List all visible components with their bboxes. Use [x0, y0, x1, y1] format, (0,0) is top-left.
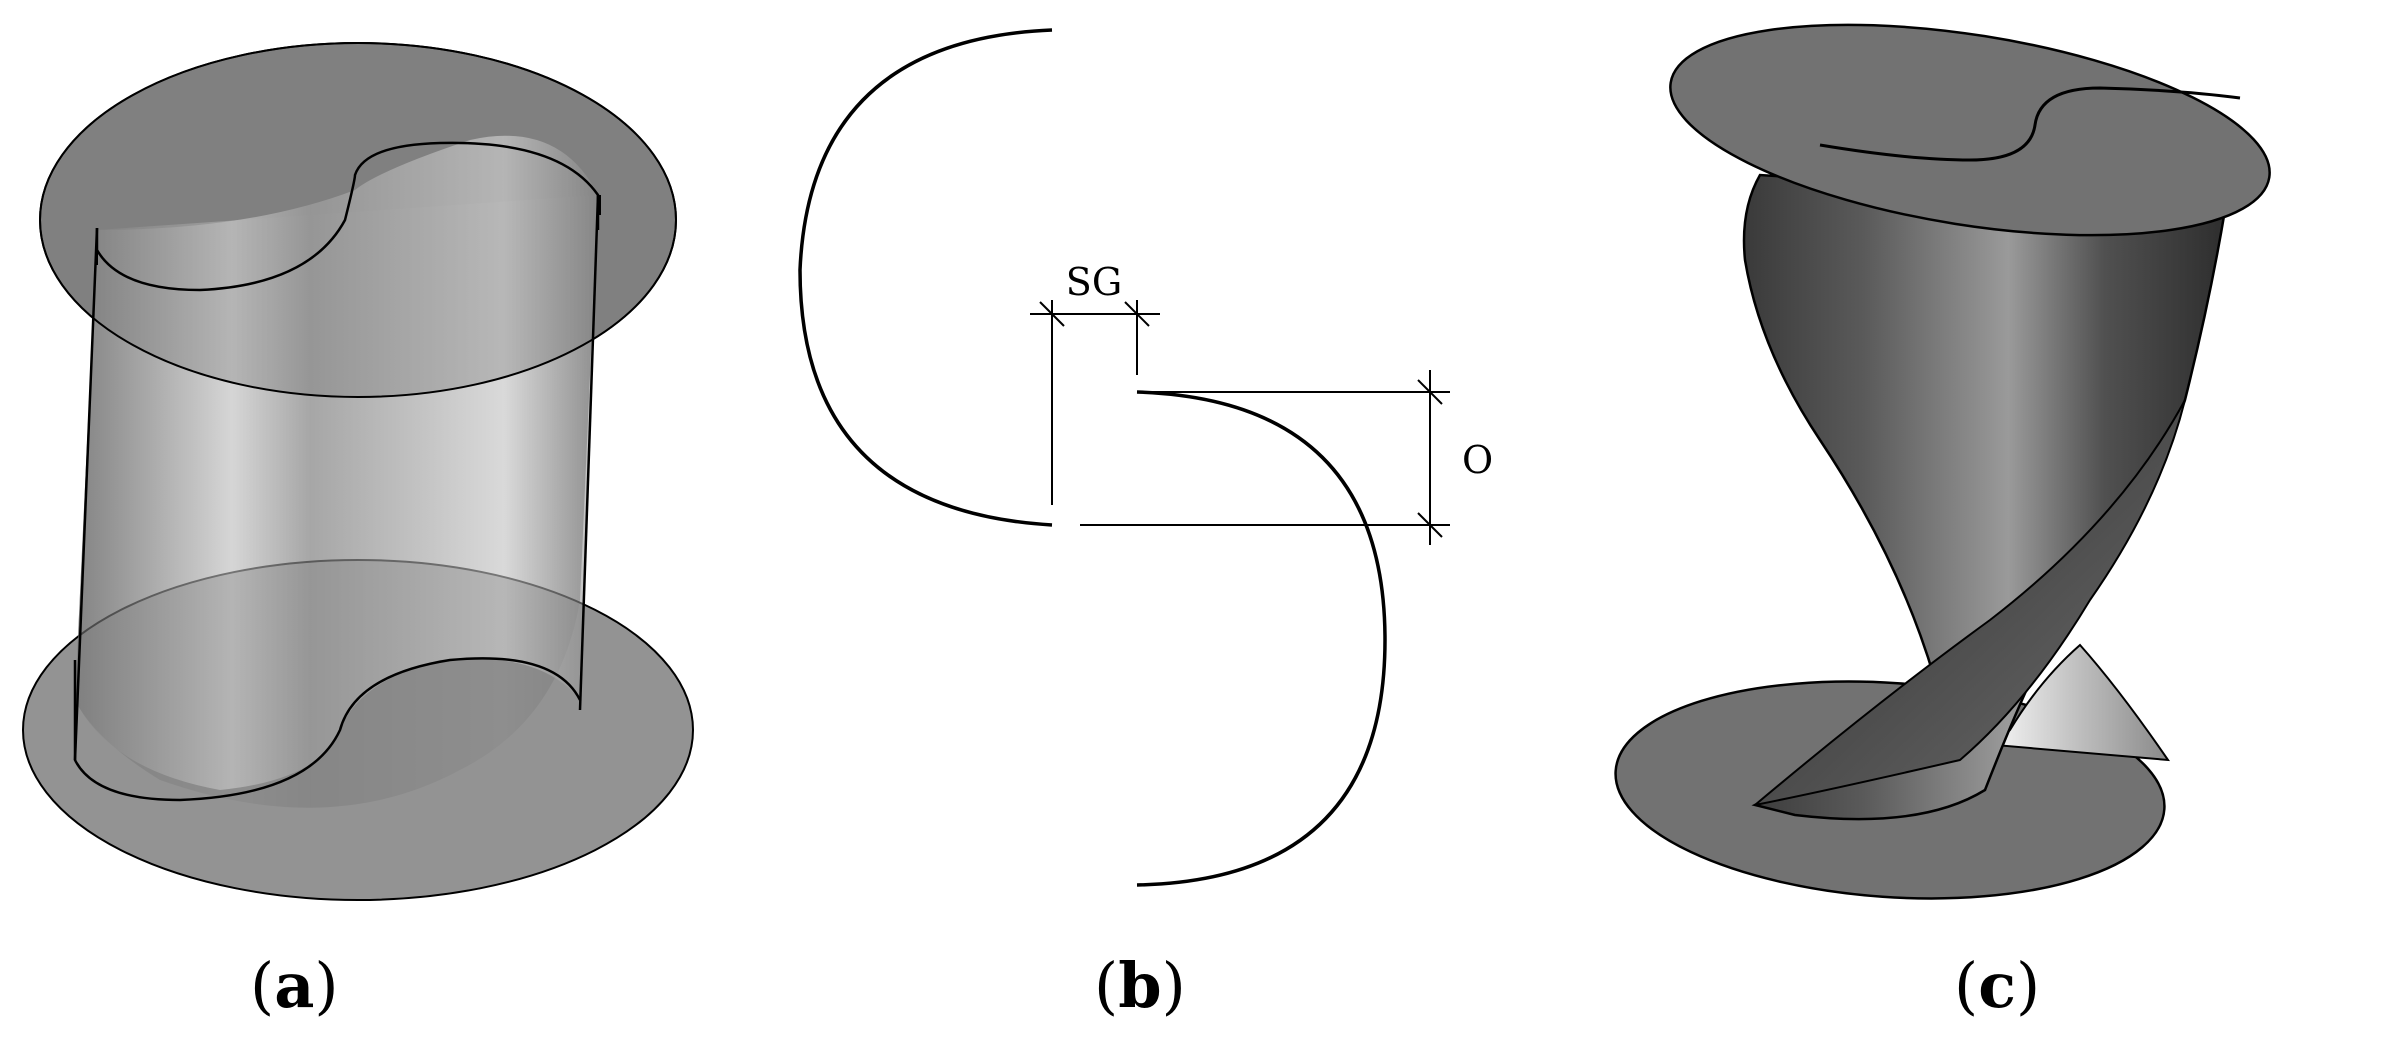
panel-c-helical-rotor — [1614, 23, 2271, 900]
o-dimension: O — [1080, 370, 1493, 545]
sg-label: SG — [1066, 260, 1122, 304]
right-blade-arc — [1136, 390, 1387, 887]
top-s-profile — [95, 141, 600, 292]
o-label: O — [1462, 438, 1493, 482]
caption-c: (c) — [1954, 949, 2041, 1022]
top-s-profile — [1819, 86, 2241, 162]
twisted-blade — [1742, 173, 2227, 821]
inner-blade — [1992, 643, 2171, 762]
caption-b: (b) — [1094, 949, 1186, 1022]
left-blade-arc — [798, 28, 1053, 527]
panel-a-savonius-rotor — [22, 42, 694, 901]
caption-a: (a) — [250, 949, 339, 1022]
bottom-s-profile — [73, 657, 582, 802]
panel-b-blade-cross-section: SG O — [798, 28, 1493, 887]
top-endplate — [1669, 23, 2271, 237]
sg-dimension: SG — [1030, 260, 1160, 505]
